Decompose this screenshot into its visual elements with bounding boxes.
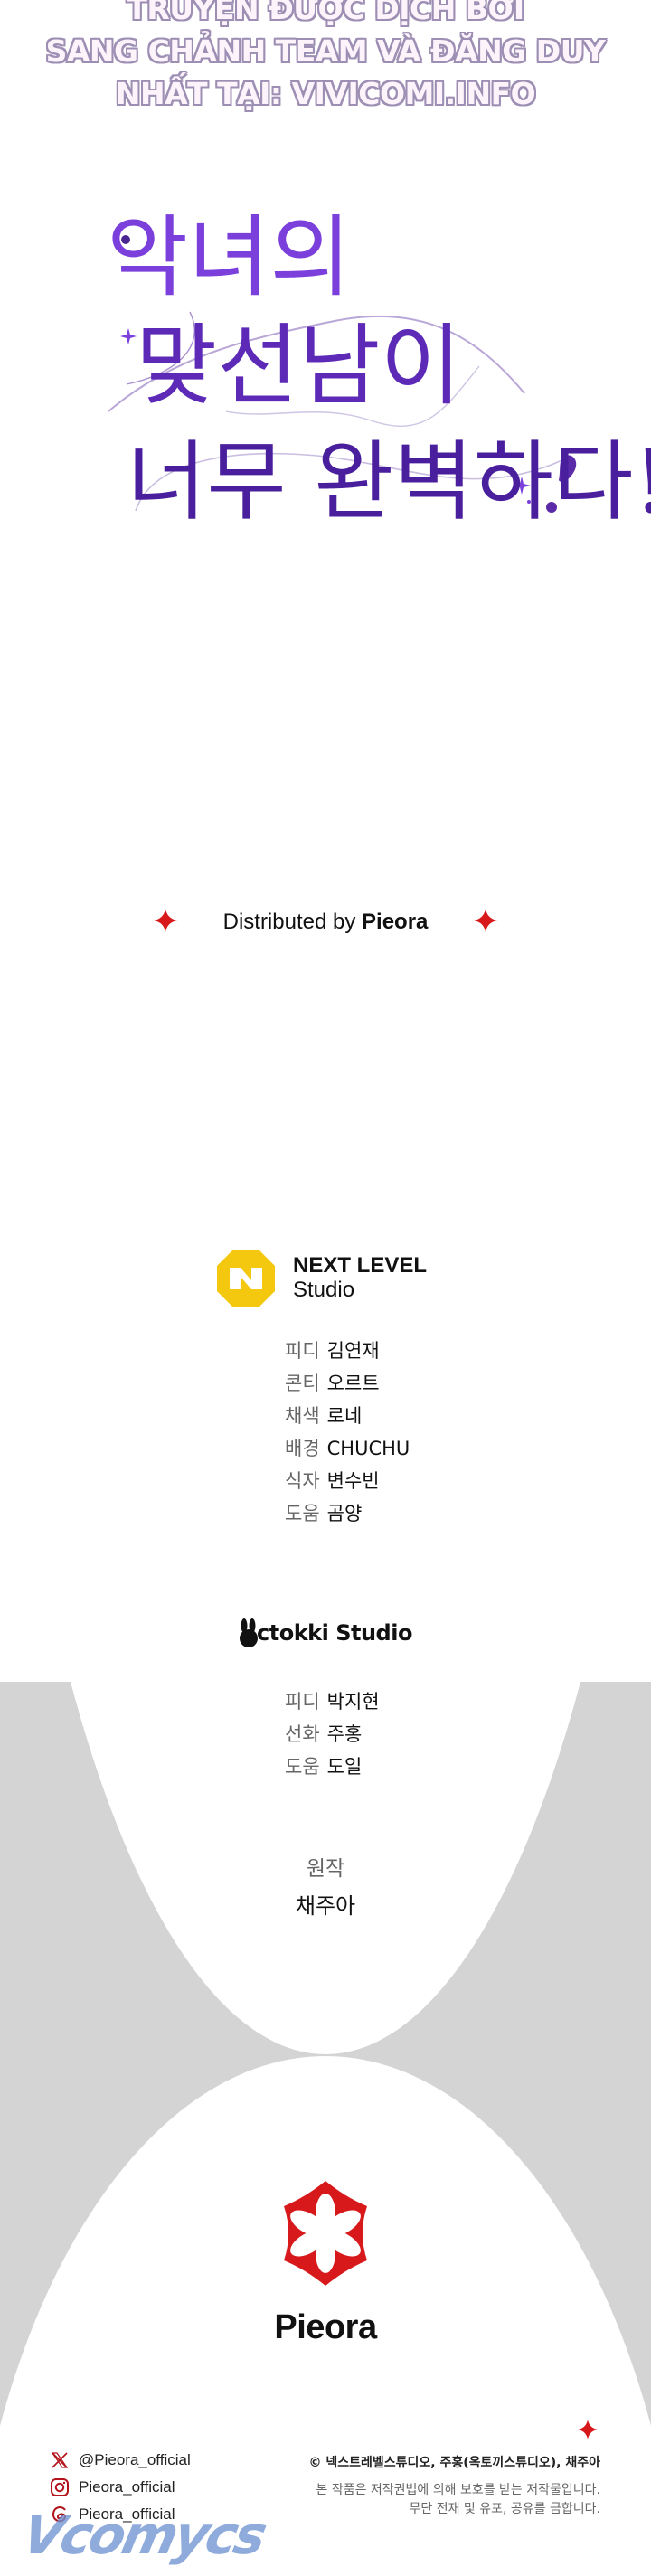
original-work-credit: 원작 채주아 <box>0 1851 651 1925</box>
credit-name: 김연재 <box>326 1340 380 1362</box>
credit-name: 주홍 <box>326 1723 363 1745</box>
copyright-block: © 넥스트레벨스튜디오, 주홍(옥토끼스튜디오), 채주아 본 작품은 저작권법… <box>308 2452 600 2519</box>
credit-row: 도움 곰양 <box>285 1497 556 1530</box>
credit-role: 콘티 <box>285 1373 320 1394</box>
next-level-logo-icon <box>217 1250 275 1307</box>
studio-name: NEXT LEVEL <box>293 1253 428 1278</box>
credit-role: 피디 <box>285 1340 320 1362</box>
social-link-threads[interactable]: Pieora_official <box>50 2501 191 2528</box>
original-label: 원작 <box>306 1857 345 1881</box>
next-level-credits: 피디 김연재 콘티 오르트 채색 로네 배경 CHUCHU 식자 변수빈 도움 곰양 <box>285 1335 556 1530</box>
credit-row: 도움 도일 <box>285 1750 556 1783</box>
credit-role: 채색 <box>285 1405 320 1427</box>
pieora-flower-logo-icon <box>275 2179 376 2288</box>
copyright-text: © 넥스트레벨스튜디오, 주홍(옥토끼스튜디오), 채주아 <box>308 2456 600 2470</box>
distribution-credit: Distributed by Pieora <box>0 904 651 940</box>
distributor-name: Pieora <box>362 910 429 934</box>
sparkle-icon <box>474 909 497 932</box>
swirl-ornament-icon <box>108 235 577 513</box>
title-line-1: 악녀의 <box>107 206 352 309</box>
banner-line-2: SANG CHẢNH TEAM VÀ ĐĂNG DUY <box>45 33 606 69</box>
social-handle: Pieora_official <box>79 2478 175 2496</box>
credit-name: CHUCHU <box>326 1438 410 1459</box>
upper-white-ellipse <box>0 0 651 2054</box>
credit-name: 변수빈 <box>326 1470 380 1492</box>
credit-row: 콘티 오르트 <box>285 1367 556 1400</box>
series-title-logo: 악녀의 맞선남이 너무 완벽하다! <box>99 185 651 565</box>
credit-name: 곰양 <box>326 1503 363 1524</box>
site-watermark: Vcomycs <box>16 2505 270 2566</box>
social-links: @Pieora_official Pieora_official Pieora_… <box>50 2447 191 2528</box>
credit-row: 피디 김연재 <box>285 1335 556 1367</box>
credit-name: 로네 <box>326 1405 363 1427</box>
sparkle-icon <box>578 2420 598 2439</box>
credit-row: 배경 CHUCHU <box>285 1432 556 1465</box>
social-link-instagram[interactable]: Pieora_official <box>50 2474 191 2501</box>
social-handle: Pieora_official <box>79 2505 175 2523</box>
distributed-by-label: Distributed by <box>222 910 356 934</box>
pieora-wordmark: Pieora <box>274 2308 377 2346</box>
banner-line-3: NHẤT TẠI: VIVICOMI.INFO <box>115 76 536 111</box>
original-author: 채주아 <box>295 1893 356 1919</box>
credit-name: 박지현 <box>326 1691 380 1713</box>
studio-name: ctokki Studio <box>257 1620 412 1646</box>
threads-icon <box>52 2506 67 2523</box>
copyright-notice-line-2: 무단 전재 및 유포, 공유를 금합니다. <box>409 2502 600 2516</box>
translator-banner: TRUYỆN ĐƯỢC DỊCH BỞI SANG CHẢNH TEAM VÀ … <box>0 0 651 115</box>
instagram-icon <box>51 2478 69 2496</box>
studio-subtitle: Studio <box>293 1278 355 1302</box>
credit-role: 선화 <box>285 1723 320 1745</box>
x-icon <box>51 2452 69 2468</box>
credit-role: 도움 <box>285 1503 320 1524</box>
credit-row: 식자 변수빈 <box>285 1465 556 1497</box>
social-handle: @Pieora_official <box>79 2451 191 2468</box>
rabbit-icon <box>240 1618 258 1647</box>
sparkle-icon <box>154 909 177 932</box>
credit-role: 도움 <box>285 1756 320 1778</box>
credit-role: 피디 <box>285 1691 320 1713</box>
credit-role: 식자 <box>285 1470 320 1492</box>
credit-row: 채색 로네 <box>285 1400 556 1432</box>
credit-name: 오르트 <box>326 1373 380 1394</box>
social-link-x[interactable]: @Pieora_official <box>50 2447 191 2474</box>
credit-row: 선화 주홍 <box>285 1718 556 1750</box>
title-line-3: 너무 완벽하다! <box>127 431 651 533</box>
banner-line-1: TRUYỆN ĐƯỢC DỊCH BỞI <box>127 0 524 26</box>
credit-row: 피디 박지현 <box>285 1685 556 1718</box>
title-line-2: 맞선남이 <box>136 315 462 418</box>
credit-role: 배경 <box>285 1438 320 1459</box>
credit-name: 도일 <box>326 1756 363 1778</box>
octokki-credits: 피디 박지현 선화 주홍 도움 도일 <box>285 1685 556 1783</box>
copyright-notice-line-1: 본 작품은 저작권법에 의해 보호를 받는 저작물입니다. <box>316 2483 600 2497</box>
